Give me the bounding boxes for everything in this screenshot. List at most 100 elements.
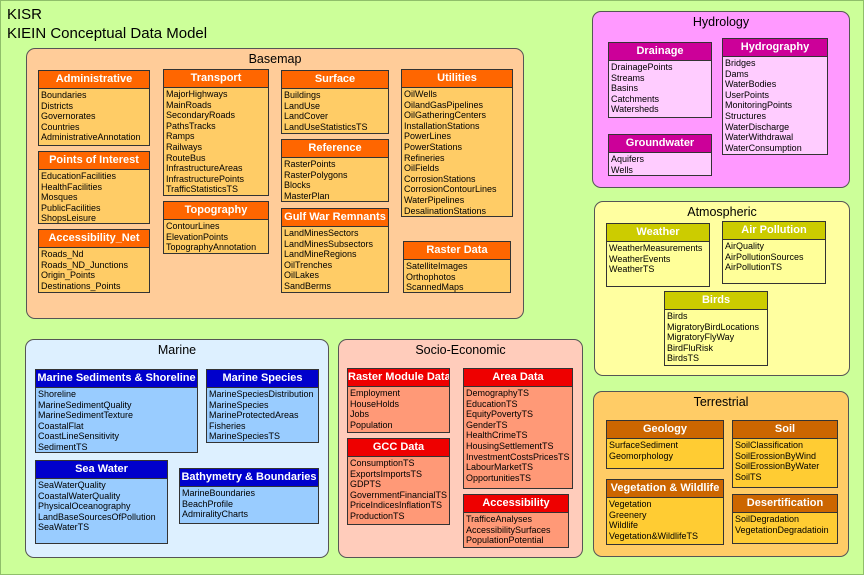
entity-attribute: Countries (41, 121, 80, 132)
entity-attribute: SoilDegradation (735, 514, 800, 524)
entity-attribute: Basins (611, 83, 639, 94)
entity-attribute: Employment (350, 388, 401, 398)
entity-attribute: ElevationPoints (166, 231, 229, 242)
entity-header: Surface (282, 71, 388, 89)
entity-attribute: HousingSettlementTS (466, 440, 554, 451)
entity-attribute: MarineBoundaries (182, 488, 256, 498)
entity-attribute: OilGatheringCenters (404, 110, 487, 121)
entity-attribute: PathsTracks (166, 120, 216, 131)
entity-attribute: Destinations_Points (41, 280, 121, 291)
entity-attribute: SoilErossionByWater (735, 461, 820, 472)
entity-attribute: GenderTS (466, 419, 508, 430)
entity-attribute: Watersheds (611, 104, 659, 115)
entity-attribute: Catchments (611, 93, 660, 104)
entity-attribute: Wells (611, 164, 633, 175)
entity-attribute: Fisheries (209, 420, 246, 431)
group-title-terrestrial: Terrestrial (693, 395, 749, 409)
entity-attribute: Shoreline (38, 389, 77, 399)
entity-header: Topography (164, 202, 268, 220)
entity-attribute: Ramps (166, 131, 195, 142)
entity-attribute: AdmiralityCharts (182, 509, 249, 520)
entity-attribute: AirQuality (725, 241, 765, 251)
entity-attribute: Greenery (609, 509, 647, 520)
entity-attribute: Buildings (284, 90, 321, 100)
entity-attribute: Streams (611, 72, 645, 83)
entity-header: Weather (607, 224, 709, 242)
entity-attribute: DesalinationStations (404, 205, 487, 216)
entity-attribute: WaterPipelines (404, 194, 465, 205)
entity-attribute: WeatherTS (609, 264, 655, 275)
entity-attribute: MarineProtectedAreas (209, 410, 299, 421)
entity-attribute: WaterDischarge (725, 121, 790, 132)
entity-attribute: OilTrenches (284, 259, 333, 270)
diagram-title: KIEIN Conceptual Data Model (7, 25, 208, 42)
entity-attribute: OilandGasPipelines (404, 99, 484, 110)
entity-header: Hydrography (723, 39, 827, 57)
entity-header: Reference (282, 140, 388, 158)
entity-attribute: DrainagePoints (611, 62, 673, 72)
entity-attribute: MajorHighways (166, 89, 228, 99)
entity-header: Gulf War Remnants (282, 209, 388, 227)
entity-header: Drainage (609, 43, 711, 61)
entity-attribute: OilLakes (284, 270, 320, 281)
entity-header: Soil (733, 421, 837, 439)
entity-attribute: Vegetation&WildlifeTS (609, 530, 699, 541)
entity-attribute: HouseHolds (350, 398, 400, 409)
entity-header: Birds (665, 292, 767, 310)
entity-attribute: HealthFacilities (41, 181, 103, 192)
entity-attribute: ContourLines (166, 221, 220, 231)
entity-attribute: SoilErossionByWind (735, 450, 817, 461)
entity-attribute: Orthophotos (406, 271, 456, 282)
entity-attribute: MarineSpeciesTS (209, 431, 281, 442)
entity-attribute: Refineries (404, 152, 445, 163)
entity-attribute: SoilTS (735, 471, 762, 482)
entity-attribute: TrafficeAnalyses (466, 514, 533, 524)
entity-attribute: AirPollutionTS (725, 262, 783, 273)
entity-attribute: Boundaries (41, 90, 87, 100)
entity-attribute: SandBerms (284, 280, 332, 291)
group-title-socio-economic: Socio-Economic (415, 343, 506, 357)
entity-attribute: MarineSedimentTexture (38, 410, 134, 421)
group-title-atmospheric: Atmospheric (687, 205, 757, 219)
entity-attribute: RasterPoints (284, 159, 336, 169)
entity-header: Groundwater (609, 135, 711, 153)
entity-attribute: SatelliteImages (406, 261, 468, 271)
entity-attribute: LandMineRegions (284, 249, 357, 260)
entity-header: Vegetation & Wildlife (607, 480, 723, 498)
entity-attribute: LandMinesSectors (284, 228, 359, 238)
entity-attribute: Roads_Nd (41, 249, 84, 259)
entity-attribute: PowerLines (404, 131, 452, 142)
entity-attribute: SeaWaterTS (38, 522, 90, 533)
entity-attribute: CoastalWaterQuality (38, 490, 121, 501)
entity-attribute: BirdsTS (667, 353, 700, 364)
entity-attribute: RasterPolygons (284, 169, 348, 180)
entity-attribute: WaterWithdrawal (725, 132, 794, 143)
entity-header: Points of Interest (39, 152, 149, 170)
entity-attribute: MainRoads (166, 99, 212, 110)
entity-attribute: TopographyAnnotation (166, 242, 257, 253)
